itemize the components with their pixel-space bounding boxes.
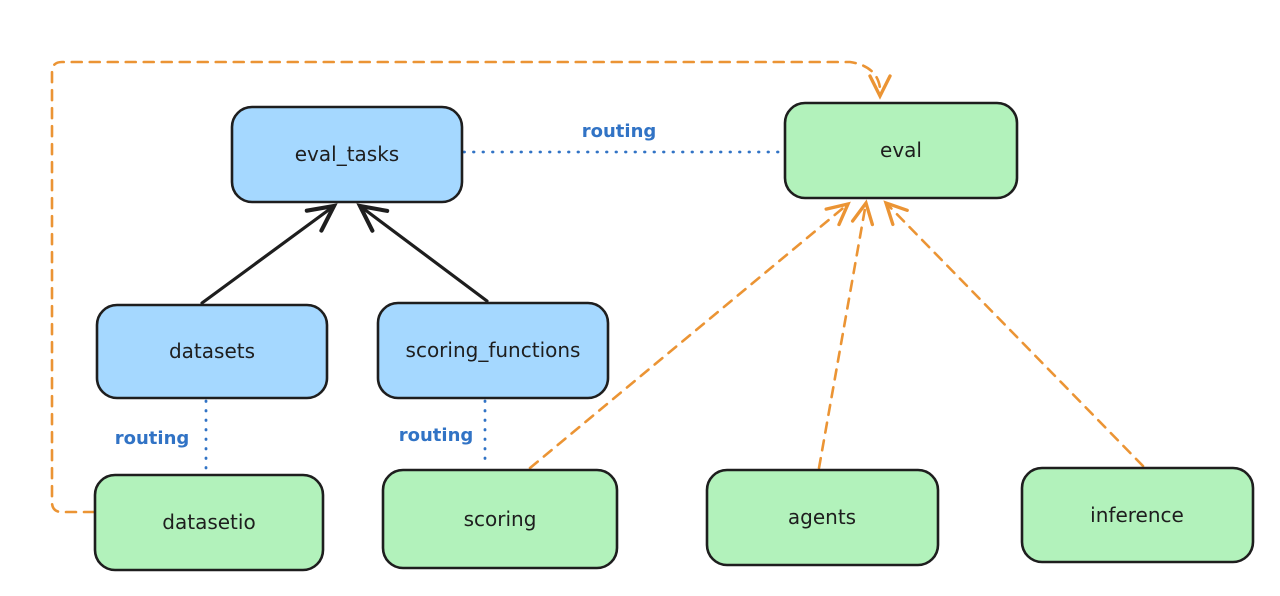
node-datasets-label: datasets [169,339,255,363]
node-eval-tasks-label: eval_tasks [295,142,399,166]
node-datasetio-label: datasetio [162,510,255,534]
node-eval: eval [783,101,1019,200]
node-scoring: scoring [381,468,619,570]
node-agents-label: agents [788,505,856,529]
routing-label-datasets-datasetio: routing [115,428,190,449]
node-agents: agents [705,468,940,567]
node-eval-label: eval [880,138,922,162]
routing-label-eval-tasks-eval: routing [582,121,657,142]
edge-datasetio-to-eval [50,60,892,514]
edge-datasets-to-eval-tasks [200,203,338,305]
edge-agents-to-eval [817,199,875,470]
edge-scoring-functions-to-eval-tasks [356,203,489,303]
node-datasetio: datasetio [93,473,325,572]
node-inference-label: inference [1090,503,1184,527]
edge-scoring-to-eval [528,201,851,470]
node-scoring-functions-label: scoring_functions [406,338,581,362]
node-inference: inference [1020,466,1255,564]
node-scoring-functions: scoring_functions [376,301,610,400]
node-datasets: datasets [95,303,329,400]
routing-label-scoring-functions-scoring: routing [399,425,474,446]
node-eval-tasks: eval_tasks [230,105,464,204]
node-scoring-label: scoring [464,507,537,531]
edge-inference-to-eval [883,200,1145,468]
